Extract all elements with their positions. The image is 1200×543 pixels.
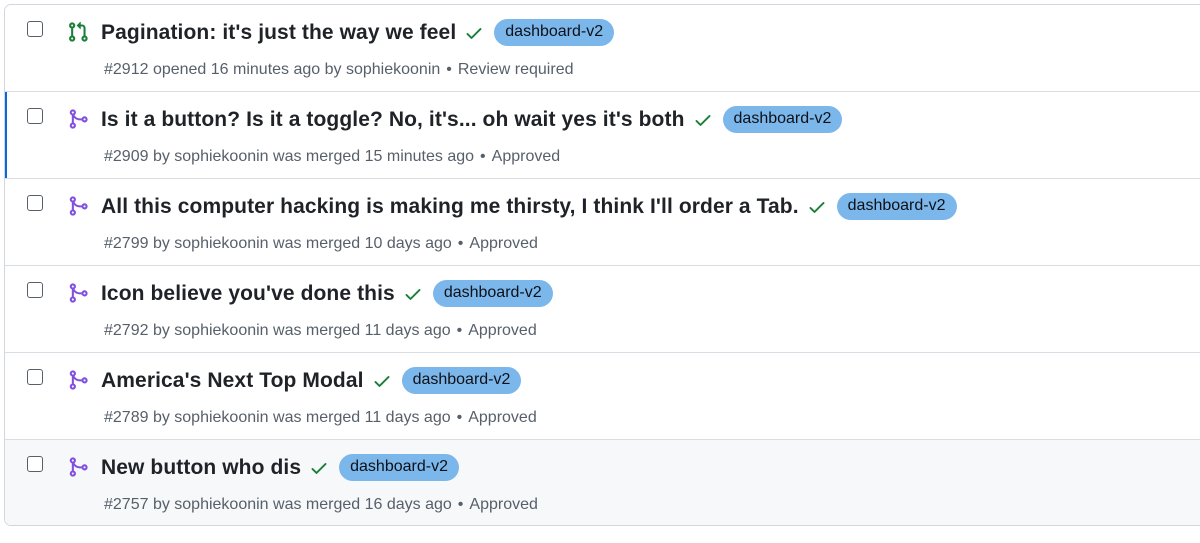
merged-pr-icon bbox=[69, 109, 88, 129]
select-checkbox[interactable] bbox=[27, 456, 43, 472]
pr-row[interactable]: New button who dis dashboard-v2 #2757 by… bbox=[5, 440, 1200, 525]
check-icon[interactable] bbox=[807, 197, 827, 217]
pr-meta-text: #2799 by sophiekoonin was merged 10 days… bbox=[104, 235, 452, 252]
check-icon[interactable] bbox=[464, 23, 484, 43]
merged-pr-icon bbox=[69, 283, 88, 303]
review-status[interactable]: Approved bbox=[469, 235, 538, 252]
pr-row[interactable]: All this computer hacking is making me t… bbox=[5, 179, 1200, 266]
pr-title-link[interactable]: Is it a button? Is it a toggle? No, it's… bbox=[101, 107, 685, 131]
label-badge[interactable]: dashboard-v2 bbox=[432, 280, 553, 307]
pull-request-list: Pagination: it's just the way we feel da… bbox=[4, 4, 1200, 526]
pr-meta: #2912 opened 16 minutes ago by sophiekoo… bbox=[104, 61, 573, 79]
meta-separator: • bbox=[480, 148, 486, 165]
meta-separator: • bbox=[456, 322, 463, 339]
pr-title-link[interactable]: New button who dis bbox=[101, 455, 302, 479]
pr-title-link[interactable]: All this computer hacking is making me t… bbox=[101, 194, 799, 218]
select-checkbox[interactable] bbox=[27, 282, 43, 298]
label-badge[interactable]: dashboard-v2 bbox=[401, 367, 522, 394]
select-checkbox[interactable] bbox=[27, 195, 43, 211]
check-icon[interactable] bbox=[403, 284, 423, 304]
pr-meta: #2799 by sophiekoonin was merged 10 days… bbox=[104, 235, 538, 253]
label-badge[interactable]: dashboard-v2 bbox=[836, 193, 957, 220]
pr-title-link[interactable]: Icon believe you've done this bbox=[101, 281, 395, 305]
pr-meta: #2789 by sophiekoonin was merged 11 days… bbox=[104, 409, 537, 427]
meta-separator: • bbox=[457, 235, 464, 252]
review-status[interactable]: Approved bbox=[468, 322, 537, 339]
pr-row[interactable]: America's Next Top Modal dashboard-v2 #2… bbox=[5, 353, 1200, 440]
pr-row[interactable]: Is it a button? Is it a toggle? No, it's… bbox=[5, 92, 1200, 179]
review-status[interactable]: Approved bbox=[469, 496, 538, 513]
review-status[interactable]: Approved bbox=[491, 148, 561, 165]
check-icon[interactable] bbox=[372, 371, 392, 391]
merged-pr-icon bbox=[69, 370, 88, 390]
check-icon[interactable] bbox=[693, 110, 713, 130]
label-badge[interactable]: dashboard-v2 bbox=[339, 454, 459, 481]
pr-title-link[interactable]: Pagination: it's just the way we feel bbox=[101, 20, 457, 44]
meta-separator: • bbox=[446, 61, 452, 78]
select-checkbox[interactable] bbox=[27, 21, 43, 37]
pr-row[interactable]: Icon believe you've done this dashboard-… bbox=[5, 266, 1200, 353]
pr-row[interactable]: Pagination: it's just the way we feel da… bbox=[5, 5, 1200, 92]
check-icon[interactable] bbox=[309, 458, 329, 478]
select-checkbox[interactable] bbox=[27, 369, 43, 385]
label-badge[interactable]: dashboard-v2 bbox=[722, 106, 843, 133]
review-status[interactable]: Approved bbox=[468, 409, 537, 426]
meta-separator: • bbox=[456, 409, 463, 426]
merged-pr-icon bbox=[69, 457, 88, 477]
label-badge[interactable]: dashboard-v2 bbox=[494, 19, 615, 46]
pr-meta-text: #2789 by sophiekoonin was merged 11 days… bbox=[104, 409, 451, 426]
pr-meta: #2792 by sophiekoonin was merged 11 days… bbox=[104, 322, 537, 340]
pr-meta-text: #2909 by sophiekoonin was merged 15 minu… bbox=[104, 148, 475, 165]
review-status[interactable]: Review required bbox=[457, 61, 574, 78]
open-pr-icon bbox=[69, 21, 88, 42]
merged-pr-icon bbox=[69, 196, 88, 216]
pr-meta: #2757 by sophiekoonin was merged 16 days… bbox=[104, 496, 538, 514]
meta-separator: • bbox=[457, 496, 464, 513]
pr-title-link[interactable]: America's Next Top Modal bbox=[101, 368, 364, 392]
select-checkbox[interactable] bbox=[27, 108, 43, 124]
pr-meta-text: #2792 by sophiekoonin was merged 11 days… bbox=[104, 322, 451, 339]
pr-meta-text: #2757 by sophiekoonin was merged 16 days… bbox=[104, 496, 452, 513]
pr-meta-text: #2912 opened 16 minutes ago by sophiekoo… bbox=[104, 61, 441, 78]
pr-meta: #2909 by sophiekoonin was merged 15 minu… bbox=[104, 148, 560, 166]
